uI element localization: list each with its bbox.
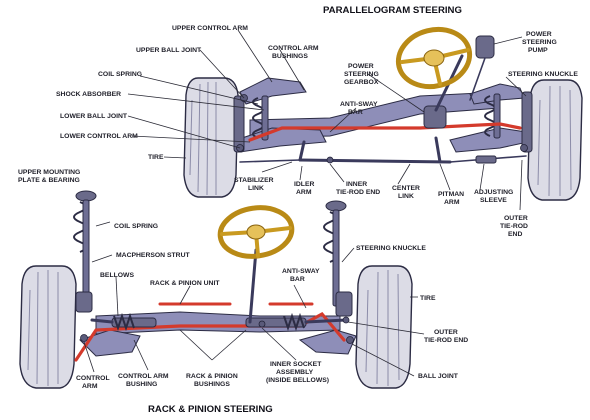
label-ball-joint: BALL JOINT	[418, 373, 459, 380]
label-center-link-l2: LINK	[398, 193, 414, 200]
top-right-steering-knuckle	[521, 91, 533, 153]
label-inner-socket-l2: ASSEMBLY	[276, 369, 314, 376]
label-power-steering-pump-l1: POWER	[526, 31, 552, 38]
label-idler-arm-l1: IDLER	[294, 181, 314, 188]
top-right-coil-spring	[484, 95, 496, 137]
label-outer-tie-rod-end-bottom-l1: OUTER	[434, 329, 458, 336]
label-upper-mounting-l2: PLATE & BEARING	[18, 177, 80, 184]
label-adjusting-sleeve-l1: ADJUSTING	[474, 189, 513, 196]
bottom-left-tire	[19, 265, 77, 389]
bottom-steering-column	[248, 248, 258, 324]
top-adjusting-sleeve	[475, 155, 497, 164]
bottom-right-macpherson-strut	[323, 200, 353, 317]
label-pitman-arm-l2: ARM	[444, 199, 460, 206]
label-control-arm-bushings-l1: CONTROL ARM	[268, 45, 319, 52]
label-anti-sway-bar-bottom-l1: ANTI-SWAY	[282, 268, 320, 275]
label-control-arm-l2: ARM	[82, 383, 98, 390]
top-anti-sway-bar	[248, 122, 522, 142]
label-stabilizer-link-l2: LINK	[248, 185, 264, 192]
top-left-tire	[183, 77, 239, 198]
label-control-arm-bushing-l1: CONTROL ARM	[118, 373, 169, 380]
top-power-steering-gearbox	[423, 105, 447, 129]
parallelogram-assembly	[183, 26, 583, 201]
label-power-steering-gearbox-l1: POWER	[348, 63, 374, 70]
label-tire-bottom: TIRE	[420, 295, 436, 302]
bottom-left-macpherson-strut	[73, 190, 97, 313]
label-power-steering-gearbox-l2: STEERING	[344, 71, 379, 78]
top-right-tire	[527, 79, 583, 201]
label-upper-ball-joint: UPPER BALL JOINT	[136, 47, 202, 54]
label-coil-spring-top: COIL SPRING	[98, 71, 142, 78]
bottom-right-ball-joint	[346, 336, 354, 344]
bottom-left-ball-joint	[80, 334, 88, 342]
bottom-left-bellows	[113, 312, 135, 332]
bottom-anti-sway-bar	[74, 311, 346, 362]
label-rack-pinion-unit: RACK & PINION UNIT	[150, 280, 220, 287]
top-left-shock-absorber	[261, 95, 269, 141]
top-right-ball-joint	[520, 144, 528, 152]
label-shock-absorber: SHOCK ABSORBER	[56, 91, 121, 98]
top-power-steering-pump	[469, 35, 495, 101]
label-control-arm-l1: CONTROL	[76, 375, 110, 382]
label-pitman-arm-l1: PITMAN	[438, 191, 464, 198]
top-left-tie-rod	[239, 159, 301, 163]
label-inner-socket-l3: (INSIDE BELLOWS)	[266, 377, 329, 384]
label-upper-control-arm: UPPER CONTROL ARM	[172, 25, 248, 32]
label-rack-pinion-bushings-l2: BUSHINGS	[194, 381, 230, 388]
top-right-lower-control-arm	[449, 127, 529, 153]
label-lower-ball-joint: LOWER BALL JOINT	[60, 113, 128, 120]
top-left-coil-spring	[252, 97, 264, 139]
label-control-arm-bushing-l2: BUSHING	[126, 381, 157, 388]
top-pitman-arm	[434, 136, 442, 164]
label-steering-knuckle-bottom: STEERING KNUCKLE	[356, 245, 426, 252]
label-idler-arm-l2: ARM	[296, 189, 312, 196]
label-inner-tie-rod-end-l1: INNER	[346, 181, 367, 188]
label-center-link-l1: CENTER	[392, 185, 420, 192]
bottom-steering-wheel	[217, 205, 295, 259]
top-inner-tie-rod-end	[326, 156, 334, 164]
top-left-steering-knuckle	[233, 95, 245, 153]
bottom-right-bellows	[283, 312, 305, 332]
label-outer-tie-rod-end-top-l1: OUTER	[504, 215, 528, 222]
bottom-right-outer-tie-rod-end	[342, 316, 350, 324]
title-rack-pinion-steering: RACK & PINION STEERING	[148, 404, 273, 415]
label-macpherson-strut: MACPHERSON STRUT	[116, 252, 190, 259]
top-left-upper-control-arm	[239, 77, 307, 105]
top-idler-arm	[298, 140, 306, 162]
title-parallelogram-steering: PARALLELOGRAM STEERING	[323, 5, 462, 16]
label-anti-sway-bar-bottom-l2: BAR	[290, 276, 305, 283]
label-anti-sway-bar-top-l1: ANTI-SWAY	[340, 101, 378, 108]
label-tire-top: TIRE	[148, 154, 164, 161]
labels-bottom: UPPER MOUNTING PLATE & BEARING COIL SPRI…	[18, 169, 468, 390]
label-adjusting-sleeve-l2: SLEEVE	[480, 197, 507, 204]
label-inner-tie-rod-end-l2: TIE-ROD END	[336, 189, 380, 196]
label-power-steering-pump-l3: PUMP	[528, 47, 548, 54]
label-control-arm-bushings-l2: BUSHINGS	[272, 53, 308, 60]
label-stabilizer-link-l1: STABILIZER	[234, 177, 274, 184]
label-anti-sway-bar-top-l2: BAR	[348, 109, 363, 116]
label-outer-tie-rod-end-top-l3: END	[508, 231, 522, 238]
top-steering-wheel	[395, 26, 473, 90]
label-inner-socket-l1: INNER SOCKET	[270, 361, 322, 368]
label-power-steering-pump-l2: STEERING	[522, 39, 557, 46]
label-steering-knuckle-top: STEERING KNUCKLE	[508, 71, 578, 78]
label-lower-control-arm: LOWER CONTROL ARM	[60, 133, 138, 140]
label-coil-spring-bottom: COIL SPRING	[114, 223, 158, 230]
top-center-link	[298, 158, 452, 164]
leader-lines	[83, 29, 527, 377]
label-outer-tie-rod-end-top-l2: TIE-ROD	[500, 223, 528, 230]
bottom-right-tire	[355, 265, 413, 389]
labels-top: UPPER CONTROL ARM UPPER BALL JOINT CONTR…	[56, 25, 578, 238]
label-rack-pinion-bushings-l1: RACK & PINION	[186, 373, 238, 380]
rack-pinion-assembly	[19, 190, 413, 389]
top-right-shock-absorber	[493, 93, 501, 139]
label-power-steering-gearbox-l3: GEARBOX	[344, 79, 379, 86]
label-upper-mounting-l1: UPPER MOUNTING	[18, 169, 80, 176]
label-bellows: BELLOWS	[100, 272, 134, 279]
bottom-inner-socket	[258, 320, 266, 328]
label-outer-tie-rod-end-bottom-l2: TIE-ROD END	[424, 337, 468, 344]
